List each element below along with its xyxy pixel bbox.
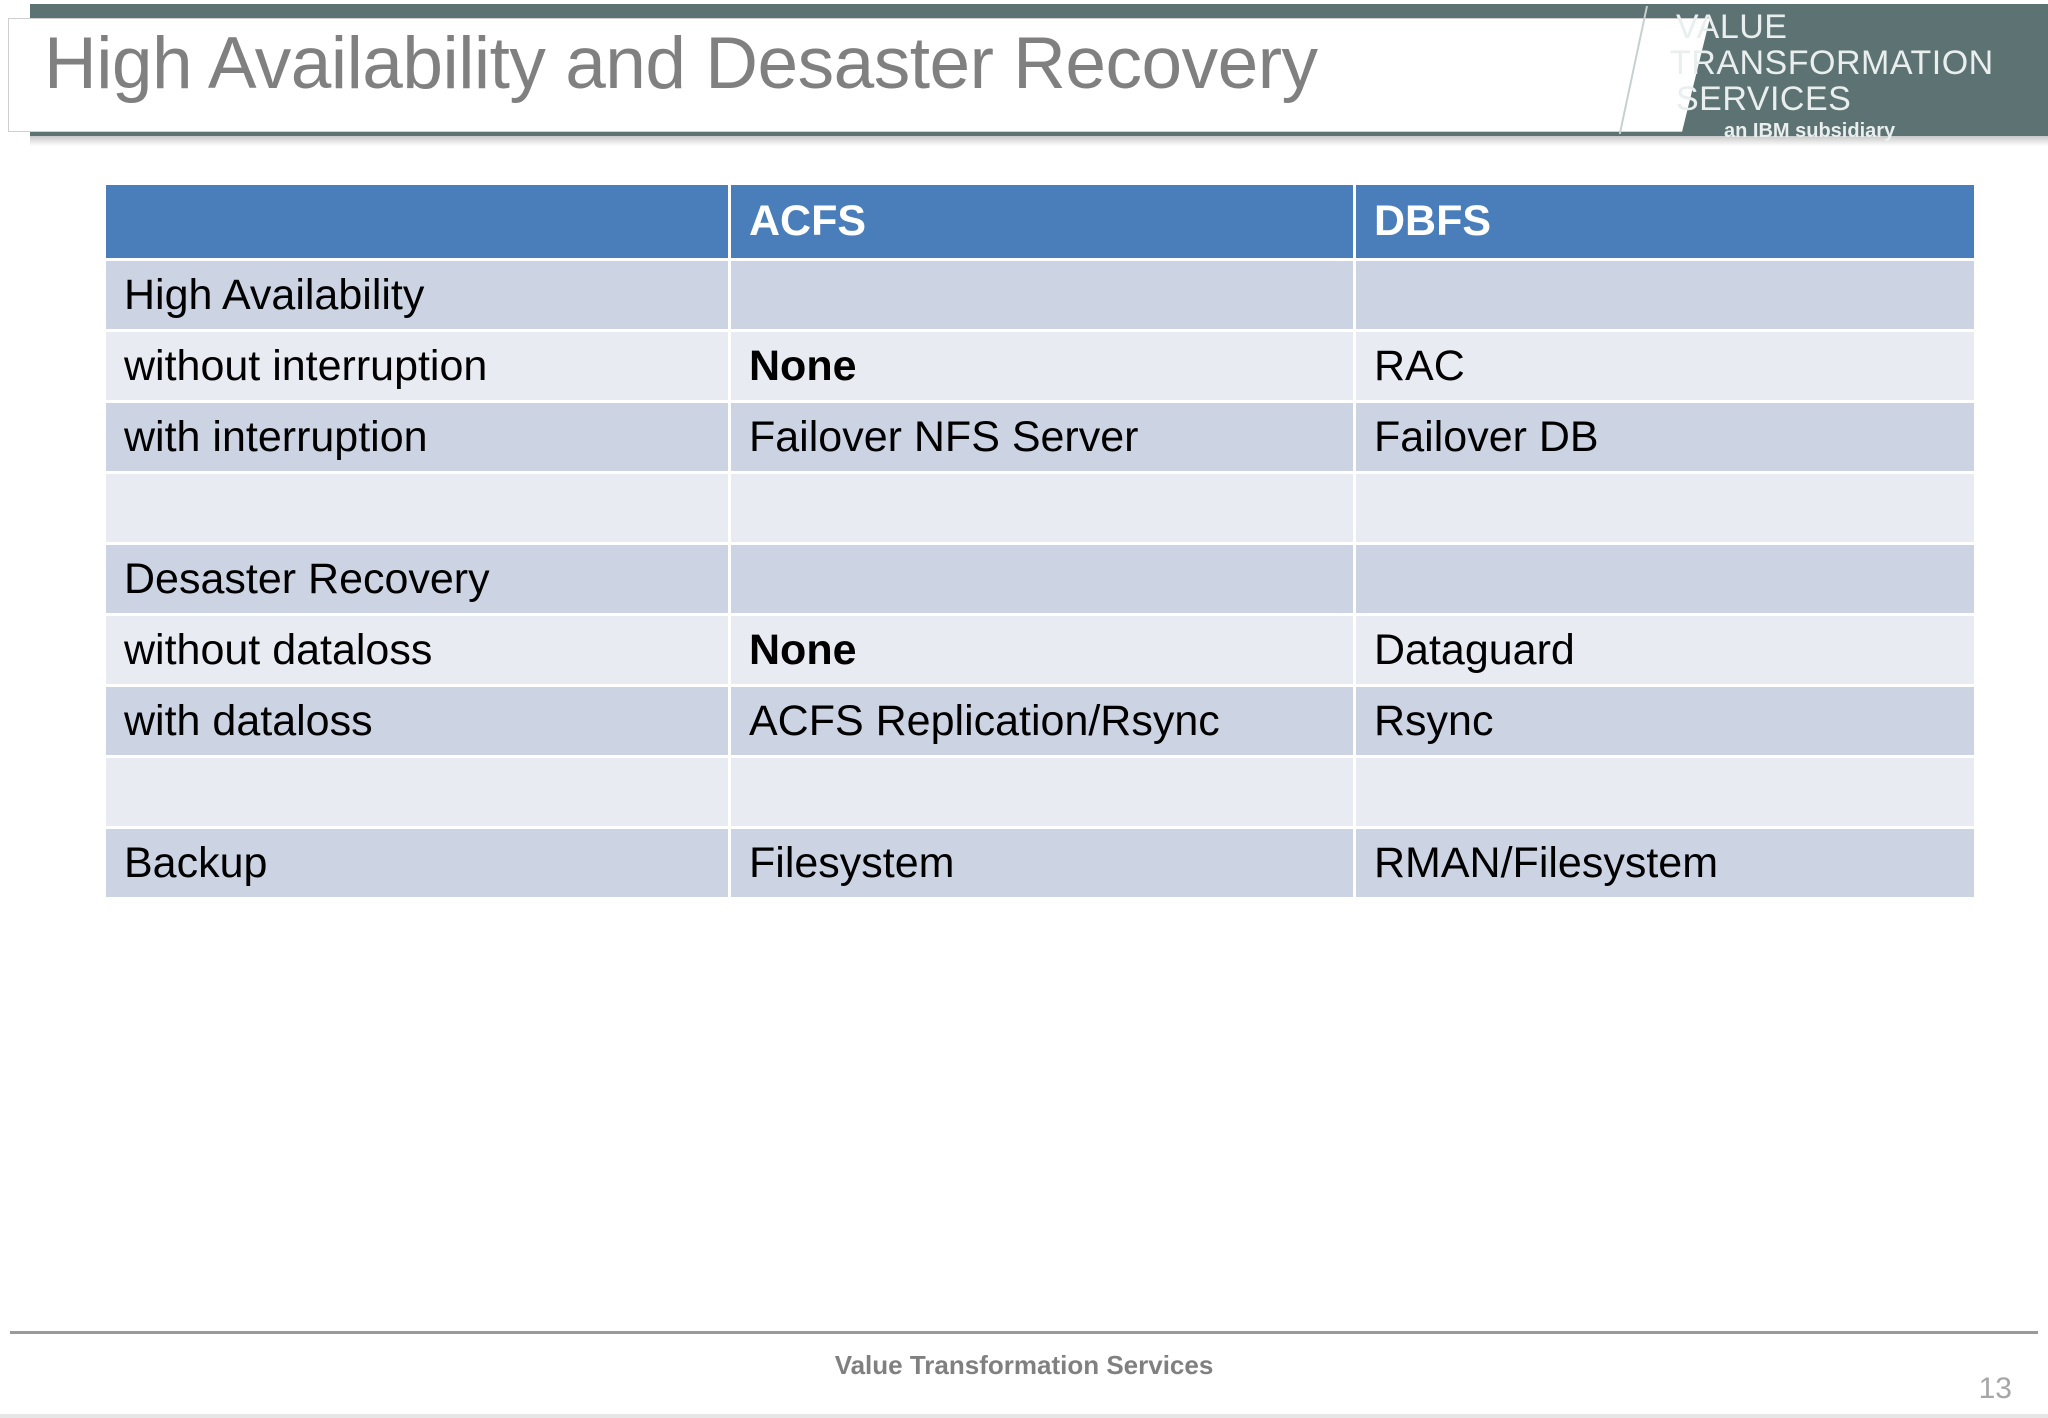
table-cell: with interruption — [106, 403, 728, 471]
table-cell: None — [731, 616, 1353, 684]
table-cell — [1356, 261, 1974, 329]
header-band-shadow — [30, 136, 2048, 146]
table-cell: Backup — [106, 829, 728, 897]
table-cell — [106, 758, 728, 826]
table-cell: Desaster Recovery — [106, 545, 728, 613]
table-cell: RAC — [1356, 332, 1974, 400]
table-cell: High Availability — [106, 261, 728, 329]
table-cell — [731, 545, 1353, 613]
table-header-row: ACFS DBFS — [106, 185, 1974, 258]
table-cell — [1356, 545, 1974, 613]
logo-line-value: VALUE — [1676, 8, 1788, 46]
column-header-dbfs: DBFS — [1356, 185, 1974, 258]
logo-line-services: SERVICES — [1676, 80, 1852, 118]
table-cell: without dataloss — [106, 616, 728, 684]
table-cell: with dataloss — [106, 687, 728, 755]
company-logo: VALUE TRANSFORMATION SERVICES an IBM sub… — [1618, 4, 2048, 142]
table-row: High Availability — [106, 261, 1974, 329]
table-cell: Failover NFS Server — [731, 403, 1353, 471]
column-header-acfs: ACFS — [731, 185, 1353, 258]
table-cell: without interruption — [106, 332, 728, 400]
footer-divider — [10, 1331, 2038, 1334]
table-cell: RMAN/Filesystem — [1356, 829, 1974, 897]
table-cell: Failover DB — [1356, 403, 1974, 471]
table-cell — [731, 758, 1353, 826]
table-cell: Rsync — [1356, 687, 1974, 755]
table-row — [106, 474, 1974, 542]
page-number: 13 — [1978, 1372, 2012, 1405]
table-row — [106, 758, 1974, 826]
column-header-blank — [106, 185, 728, 258]
slide-bottom-edge — [0, 1414, 2048, 1418]
table-cell — [1356, 758, 1974, 826]
table-cell — [731, 261, 1353, 329]
logo-tagline: an IBM subsidiary — [1724, 120, 1896, 142]
table-cell: Dataguard — [1356, 616, 1974, 684]
table-cell: ACFS Replication/Rsync — [731, 687, 1353, 755]
title-plate — [8, 18, 1710, 132]
page-title: High Availability and Desaster Recovery — [44, 23, 1318, 104]
table-cell — [731, 474, 1353, 542]
logo-line-transformation: TRANSFORMATION — [1670, 44, 1994, 82]
table-row: Desaster Recovery — [106, 545, 1974, 613]
table-cell — [1356, 474, 1974, 542]
table-cell: Filesystem — [731, 829, 1353, 897]
table-cell: None — [731, 332, 1353, 400]
table-cell — [106, 474, 728, 542]
footer-label: Value Transformation Services — [834, 1350, 1214, 1380]
